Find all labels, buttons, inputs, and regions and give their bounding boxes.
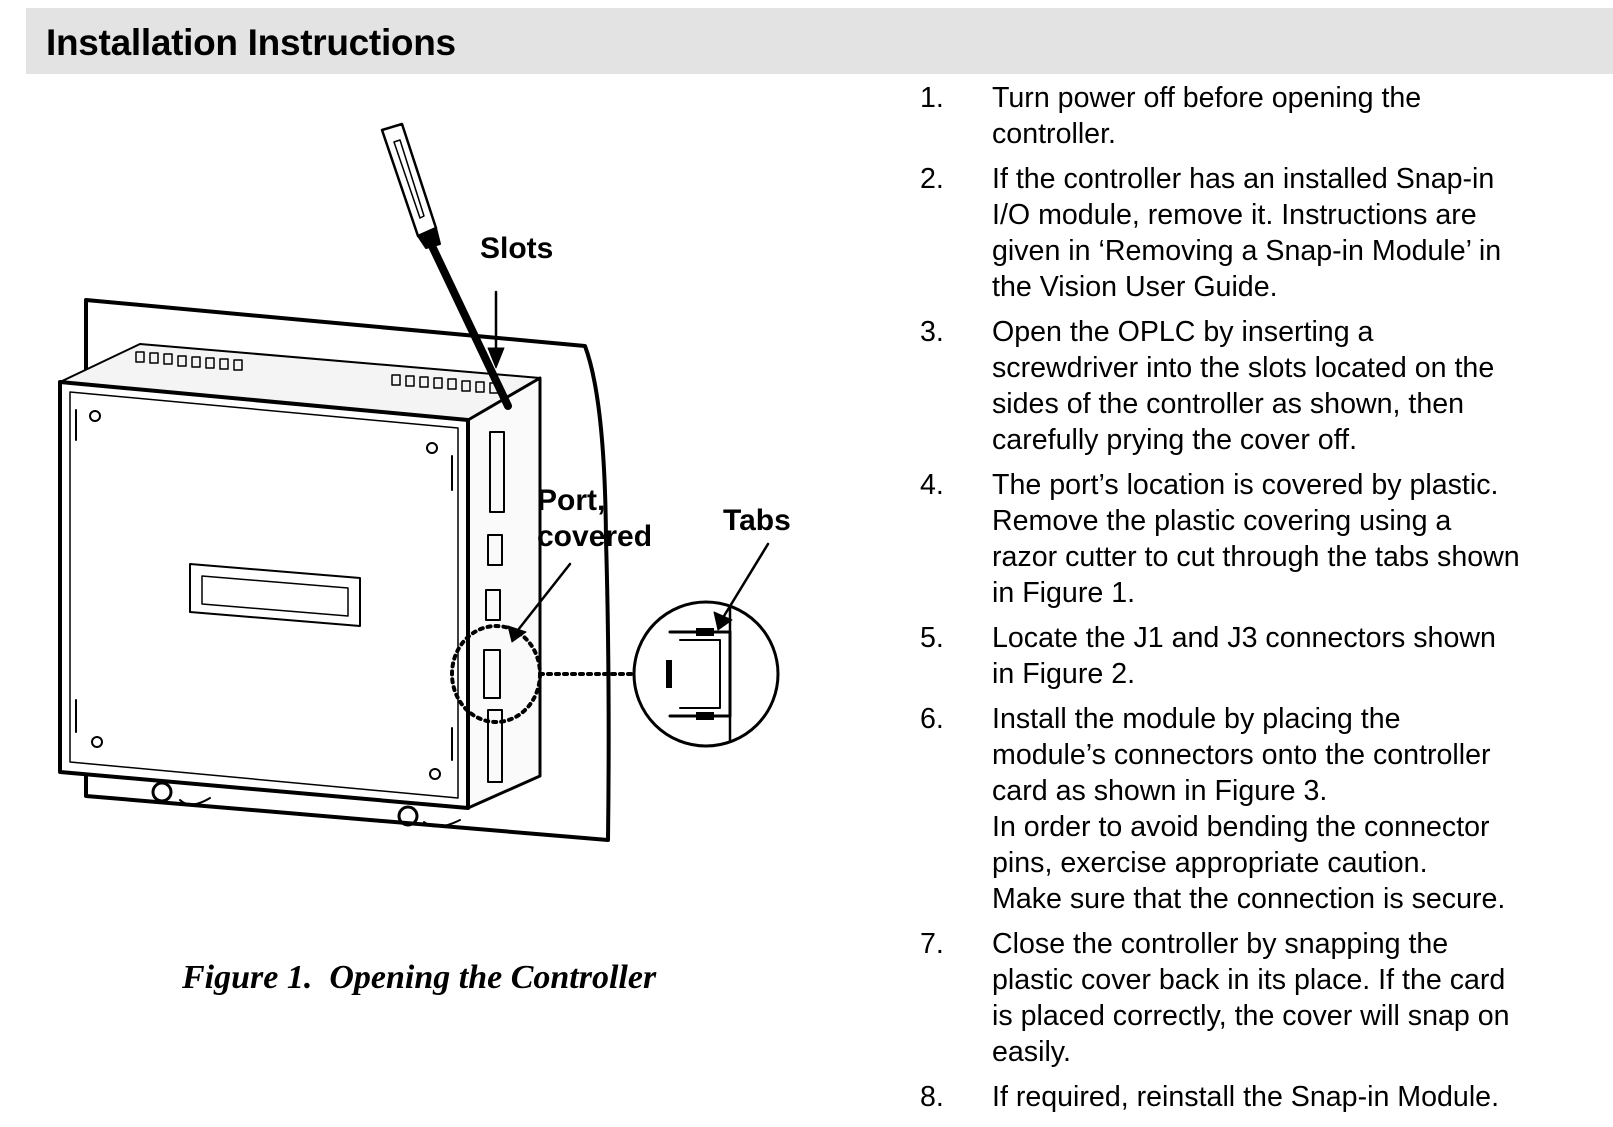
step-text: The port’s location is covered by plasti… xyxy=(992,469,1520,609)
step-number: 3. xyxy=(920,316,944,348)
label-port-line1: Port, xyxy=(537,484,606,517)
list-item: 8. If required, reinstall the Snap-in Mod… xyxy=(920,1079,1610,1115)
step-text: If the controller has an installed Snap-… xyxy=(992,163,1502,303)
label-port-line2: covered xyxy=(537,520,653,553)
step-number: 4. xyxy=(920,469,944,501)
instruction-steps: 1. Turn power off before opening the cont… xyxy=(920,80,1610,1124)
list-item: 6. Install the module by placing the modu… xyxy=(920,701,1610,917)
step-text: Open the OPLC by inserting a screwdriver… xyxy=(992,316,1495,456)
controller-illustration xyxy=(58,122,780,842)
step-text: Install the module by placing the module… xyxy=(992,703,1506,915)
step-number: 2. xyxy=(920,163,944,195)
list-item: 7. Close the controller by snapping the p… xyxy=(920,926,1610,1070)
step-number: 8. xyxy=(920,1081,944,1113)
figure-caption: Figure 1. Opening the Controller xyxy=(182,959,657,996)
step-number: 1. xyxy=(920,82,944,114)
step-text: If required, reinstall the Snap-in Modul… xyxy=(992,1081,1500,1113)
step-number: 7. xyxy=(920,928,944,960)
list-item: 3. Open the OPLC by inserting a screwdriv… xyxy=(920,314,1610,458)
list-item: 1. Turn power off before opening the cont… xyxy=(920,80,1610,152)
section-header: Installation Instructions xyxy=(26,8,1613,74)
section-title: Installation Instructions xyxy=(46,22,456,63)
figure-opening-controller: Slots Port, covered Tabs xyxy=(40,120,820,880)
step-text: Close the controller by snapping the pla… xyxy=(992,928,1510,1068)
step-text: Turn power off before opening the contro… xyxy=(992,82,1422,150)
label-slots: Slots xyxy=(480,232,554,265)
list-item: 2. If the controller has an installed Sna… xyxy=(920,161,1610,305)
list-item: 5. Locate the J1 and J3 connectors shown … xyxy=(920,620,1610,692)
step-number: 6. xyxy=(920,703,944,735)
label-tabs: Tabs xyxy=(723,504,791,537)
step-number: 5. xyxy=(920,622,944,654)
list-item: 4. The port’s location is covered by plas… xyxy=(920,467,1610,611)
step-text: Locate the J1 and J3 connectors shown in… xyxy=(992,622,1496,690)
